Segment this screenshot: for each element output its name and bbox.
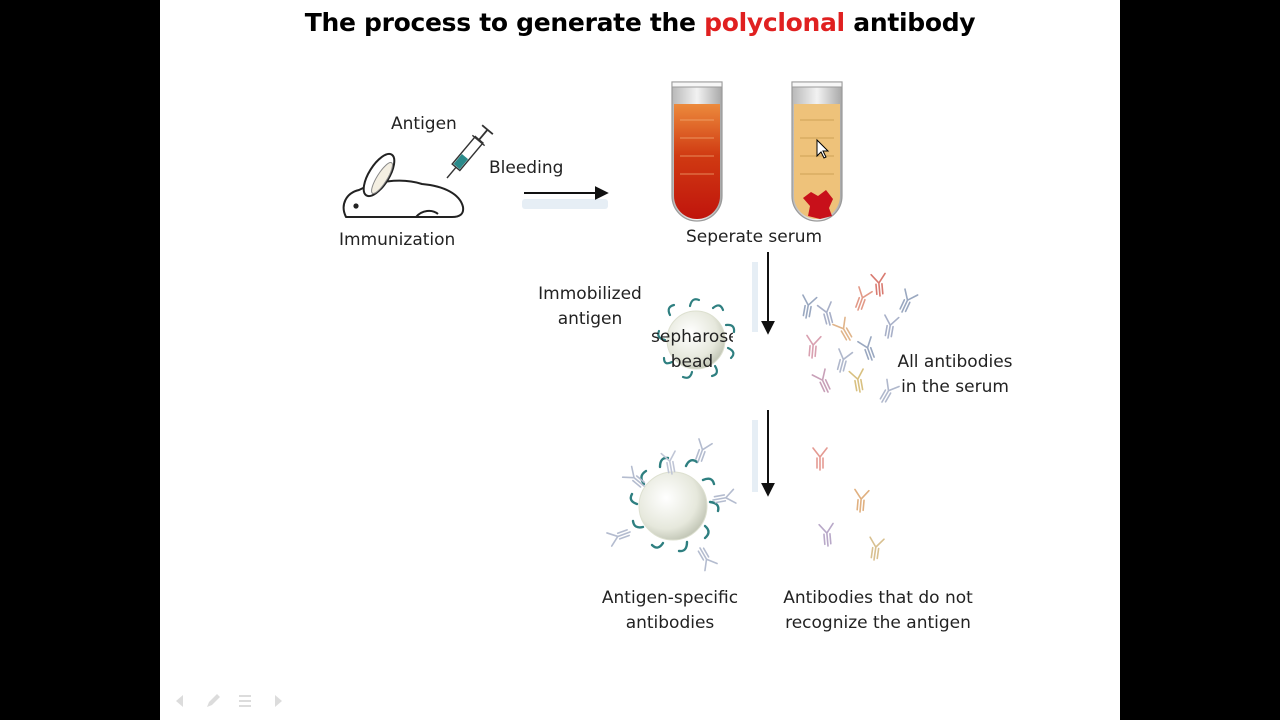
all-antibodies-line2: in the serum [901,377,1009,397]
menu-icon[interactable] [236,692,254,710]
antibody-icon [660,450,680,477]
antigen-specific-label: Antigen-specific antibodies [588,586,752,636]
nonspecific-line2: recognize the antigen [785,613,971,633]
down-arrow-1 [752,252,775,335]
antibody-icon [832,316,857,345]
bleeding-arrow [522,186,609,209]
antibody-icon [866,536,885,562]
specific-line1: Antigen-specific [601,588,739,608]
antibody-icon [811,368,836,396]
sepharose-bead-icon [657,298,736,379]
bead-label-line2: bead [670,352,714,372]
page-title: The process to generate the polyclonal a… [160,8,1120,37]
pen-icon[interactable] [204,692,222,710]
previous-slide-icon[interactable] [172,692,190,710]
antibody-icon [848,368,868,395]
antibody-icon [606,524,634,547]
nonspecific-line1: Antibodies that do not [783,588,973,608]
immunization-label: Immunization [339,230,456,250]
bead-label-line1: sepharose [651,327,733,347]
antibody-icon [804,334,822,360]
all-antibodies-label: All antibodies in the serum [885,350,1025,400]
rabbit-icon [342,152,465,218]
slide: The process to generate the polyclonal a… [160,0,1120,720]
antibody-icon [850,286,873,314]
test-tube-blood [671,81,723,222]
antibody-icon [693,543,718,572]
separate-serum-label: Seperate serum [686,227,823,247]
specific-line2: antibodies [625,613,715,633]
antigen-label: Antigen [391,114,457,134]
bead-with-bound-antibodies [606,438,737,572]
antibody-icon [816,301,838,328]
antibody-icon [857,336,880,364]
title-part-after: antibody [853,8,976,37]
bleeding-label: Bleeding [489,158,564,178]
antibody-icon [812,447,828,471]
sepharose-bead-label: sepharose bead [651,325,733,375]
antibody-icon [832,348,854,375]
immobilized-label-line1: Immobilized [538,284,642,304]
antibody-icon [880,314,900,341]
antibody-cluster-unbound [812,447,885,562]
antibody-icon [894,288,919,316]
antibody-icon [798,294,818,321]
slideshow-controls [172,692,286,710]
all-antibodies-line1: All antibodies [897,352,1013,372]
antibody-icon [870,272,888,298]
diagram-canvas [342,81,919,572]
antibody-icon [852,488,870,514]
down-arrow-2 [752,410,775,497]
syringe-icon [446,124,494,179]
title-part-before: The process to generate the [304,8,696,37]
next-slide-icon[interactable] [268,692,286,710]
immobilized-label-line2: antigen [557,309,623,329]
title-highlight-polyclonal: polyclonal [704,8,845,37]
antibody-icon [818,522,836,548]
mouse-cursor-icon [816,138,830,159]
nonspecific-antibodies-label: Antibodies that do not recognize the ant… [766,586,990,636]
immobilized-antigen-label: Immobilized antigen [530,282,650,332]
blood-clot [803,190,833,219]
